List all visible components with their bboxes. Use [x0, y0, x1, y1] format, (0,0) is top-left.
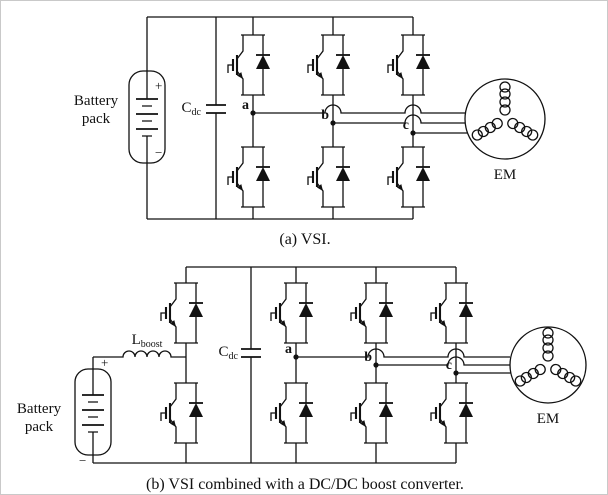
switch-cell [429, 275, 475, 351]
phase-b-label: b [364, 350, 372, 365]
caption-a: (a) VSI. [279, 231, 330, 248]
phase-c-label: c [446, 358, 452, 373]
switch-cell [226, 139, 272, 215]
switch-cell [306, 27, 352, 103]
capacitor-label-a: Cdc [182, 100, 202, 118]
phase-c-label: c [403, 118, 409, 133]
switch-cell [386, 139, 432, 215]
switch-cell [349, 375, 395, 451]
electric-machine-a: EM [464, 78, 546, 183]
switch-cell [269, 275, 315, 351]
battery-plus-label: + [155, 78, 162, 93]
svg-text:Battery: Battery [74, 93, 119, 109]
battery-pack-a: + − [128, 17, 166, 219]
battery-minus-label: − [79, 453, 86, 468]
battery-pack-b: + − [74, 355, 112, 468]
battery-pack-b-label: Battery pack [17, 401, 62, 435]
boost-inductor: Lboost [93, 332, 186, 358]
battery-pack-a-label: Battery pack [74, 93, 119, 127]
svg-text:pack: pack [82, 111, 111, 127]
switch-cell [386, 27, 432, 103]
electric-machine-b: EM [509, 326, 587, 427]
inductor-label: Lboost [132, 332, 163, 350]
svg-text:pack: pack [25, 419, 54, 435]
switch-cell [269, 375, 315, 451]
phase-b-label: b [321, 108, 329, 123]
switch-cell [349, 275, 395, 351]
dc-link-capacitor-b: Cdc [219, 267, 261, 463]
boost-and-inverter-bridge-b [159, 275, 475, 451]
dc-bus-wires-b [93, 266, 457, 464]
switch-cell [306, 139, 352, 215]
phase-lines-a: a b c [242, 98, 467, 136]
dc-bus-wires-a [147, 16, 414, 220]
switch-cell [429, 375, 475, 451]
caption-b: (b) VSI combined with a DC/DC boost conv… [146, 476, 464, 493]
switch-cell [226, 27, 272, 103]
panel-b-circuit: + − Battery pack Lboost Cdc [17, 266, 587, 493]
switch-cell [159, 275, 205, 351]
phase-lines-b: a b c [285, 342, 511, 376]
panel-a-circuit: + − Battery pack Cdc [74, 16, 546, 248]
phase-a-label: a [285, 342, 292, 357]
battery-minus-label: − [155, 145, 162, 160]
battery-plus-label: + [101, 355, 108, 370]
motor-label-b: EM [537, 411, 560, 427]
inverter-bridge-a [226, 27, 432, 215]
switch-cell [159, 375, 205, 451]
svg-text:Battery: Battery [17, 401, 62, 417]
dc-link-capacitor-a: Cdc [182, 17, 226, 219]
capacitor-label-b: Cdc [219, 344, 239, 362]
motor-label-a: EM [494, 167, 517, 183]
phase-a-label: a [242, 98, 249, 113]
